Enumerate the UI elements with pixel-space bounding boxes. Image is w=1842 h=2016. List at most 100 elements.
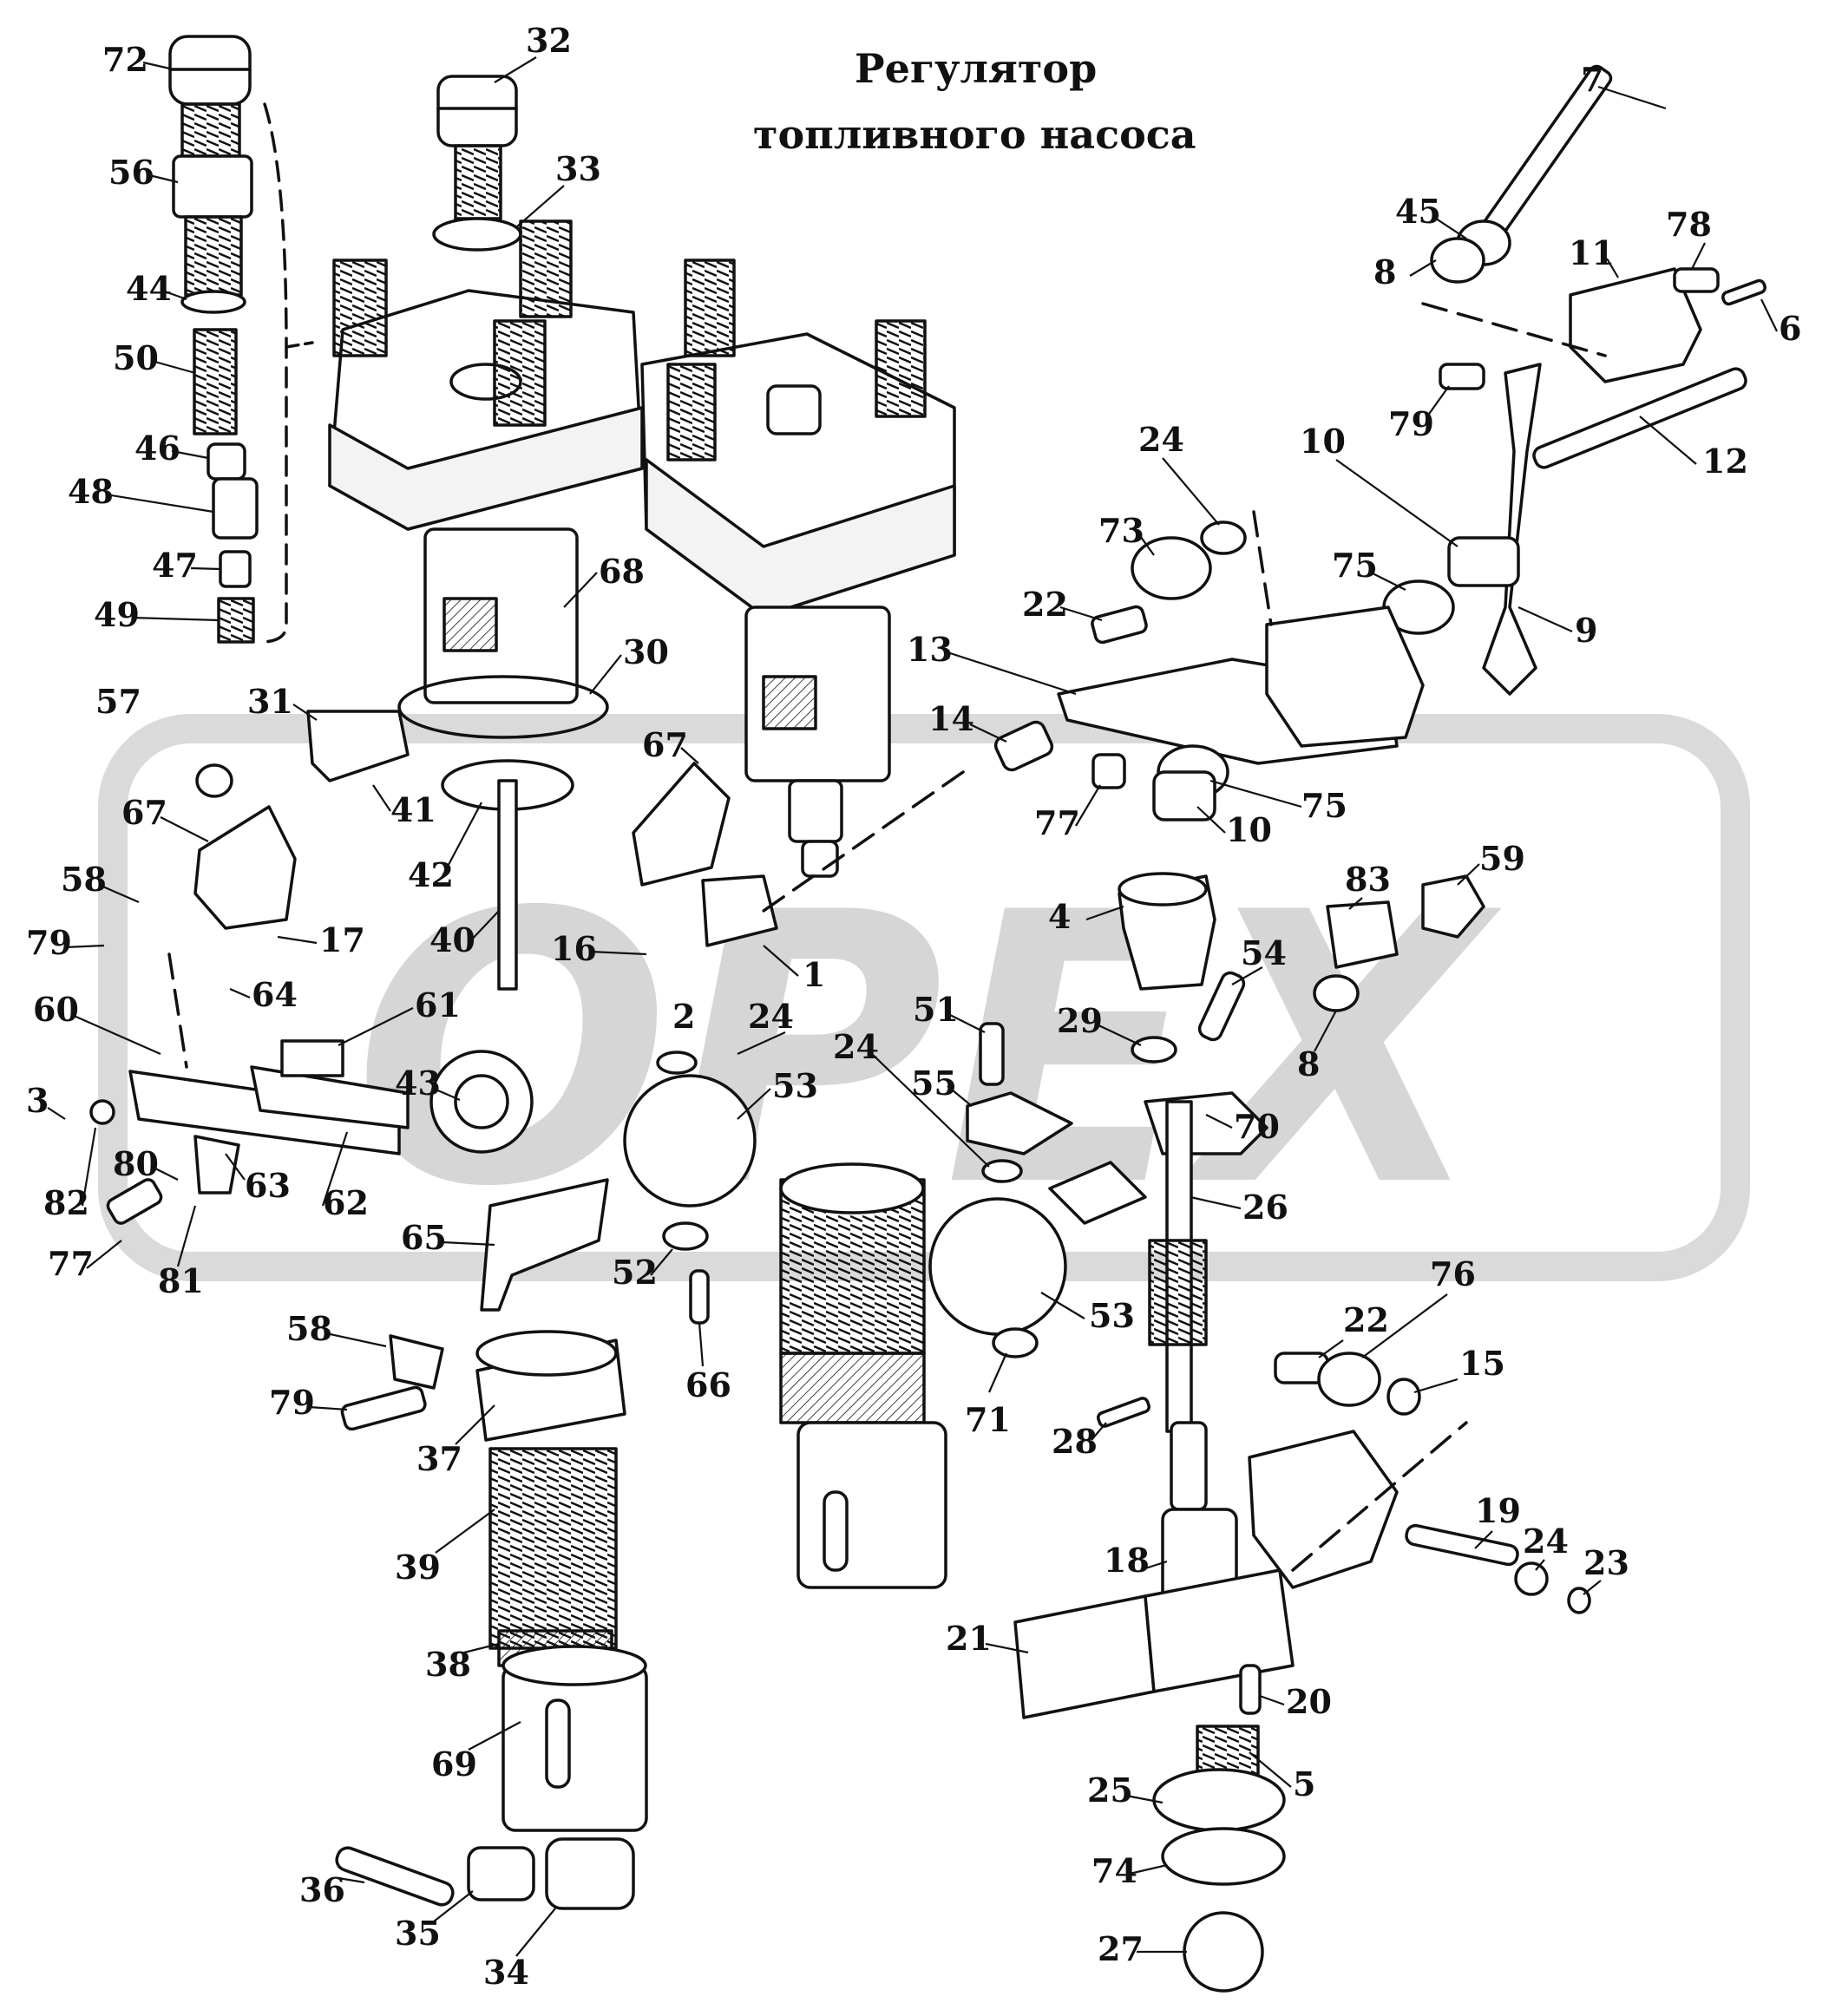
part-25-cup — [1152, 1768, 1286, 1832]
part-14-stud — [993, 720, 1054, 772]
label-2: 2 — [672, 997, 695, 1036]
label-8-lower: 8 — [1297, 1044, 1320, 1083]
part-68-pump-head-left — [328, 219, 644, 704]
label-23: 23 — [1583, 1543, 1629, 1582]
part-labels: 72 32 56 33 44 50 46 48 47 49 68 30 57 3… — [26, 21, 1801, 1992]
label-74: 74 — [1091, 1851, 1137, 1890]
label-51: 51 — [913, 990, 959, 1029]
part-8-washer-lower — [1313, 974, 1360, 1012]
label-32: 32 — [526, 21, 572, 60]
part-30-ring — [397, 675, 609, 739]
part-59-nut — [1421, 874, 1485, 939]
label-10-top: 10 — [1300, 422, 1346, 461]
label-49: 49 — [94, 595, 140, 634]
label-27: 27 — [1098, 1929, 1144, 1968]
part-29-ring — [1131, 1036, 1177, 1064]
label-77-top: 77 — [1034, 803, 1080, 842]
part-33-washer — [432, 217, 522, 252]
label-33: 33 — [555, 149, 601, 188]
part-plate — [1048, 1161, 1147, 1225]
label-46: 46 — [134, 429, 180, 468]
part-82-washer — [89, 1099, 115, 1125]
part-27-gear — [1183, 1911, 1264, 1993]
part-32-bolt — [436, 75, 518, 220]
label-28: 28 — [1052, 1422, 1098, 1461]
label-63: 63 — [245, 1166, 291, 1205]
part-19-pin — [1405, 1523, 1519, 1567]
label-67-left: 67 — [121, 793, 167, 832]
part-83-bracket — [1326, 900, 1399, 969]
part-15-washer — [1386, 1378, 1421, 1416]
label-9: 9 — [1575, 611, 1597, 650]
part-24-washer-top — [1200, 520, 1247, 555]
part-71-washer — [992, 1327, 1039, 1358]
label-66: 66 — [685, 1365, 731, 1404]
part-50-spring — [193, 328, 238, 435]
label-48: 48 — [68, 472, 114, 511]
part-47-plug — [219, 550, 252, 588]
part-74-bearing — [1161, 1827, 1286, 1886]
label-44: 44 — [126, 269, 172, 308]
part-56-fitting — [172, 154, 253, 297]
label-6: 6 — [1779, 309, 1801, 348]
label-4: 4 — [1048, 897, 1071, 936]
leader-lines — [47, 56, 1778, 1957]
label-29: 29 — [1057, 1001, 1103, 1040]
label-38: 38 — [425, 1645, 471, 1684]
part-55-tab — [966, 1091, 1073, 1155]
part-center-barrel — [779, 1162, 947, 1589]
part-65-bracket — [480, 1178, 609, 1312]
label-79-lower: 79 — [269, 1383, 315, 1422]
label-79-top: 79 — [1388, 404, 1434, 443]
label-22-top: 22 — [1022, 585, 1068, 624]
label-61: 61 — [415, 985, 461, 1024]
label-71: 71 — [965, 1400, 1011, 1439]
label-82: 82 — [43, 1183, 89, 1222]
part-10-bush-lower — [1152, 770, 1216, 821]
part-66-pin — [689, 1269, 710, 1325]
label-77-left: 77 — [48, 1244, 94, 1283]
part-22-bolt-top — [1091, 605, 1148, 645]
label-16: 16 — [551, 929, 597, 968]
label-57: 57 — [95, 682, 141, 721]
part-51-bolt — [979, 1022, 1005, 1086]
label-45: 45 — [1395, 192, 1441, 231]
part-81-tab — [193, 1135, 240, 1195]
label-64: 64 — [252, 975, 298, 1014]
label-3: 3 — [26, 1081, 49, 1120]
label-72: 72 — [102, 40, 148, 79]
label-40: 40 — [429, 920, 475, 959]
part-fork — [1265, 605, 1425, 748]
label-83: 83 — [1345, 860, 1391, 899]
label-11: 11 — [1569, 233, 1615, 272]
part-40-rod — [497, 779, 518, 991]
label-37: 37 — [416, 1439, 462, 1478]
label-39: 39 — [395, 1548, 441, 1587]
part-41-clamp — [306, 710, 410, 782]
part-pump-head-right — [640, 259, 956, 878]
label-58-top: 58 — [61, 860, 107, 899]
part-67-lever-left — [193, 805, 297, 930]
part-37-spring-seat — [475, 1330, 626, 1442]
assembly-line — [259, 102, 288, 644]
label-24-a: 24 — [748, 997, 794, 1036]
label-5: 5 — [1293, 1764, 1315, 1803]
label-8-top: 8 — [1373, 252, 1396, 291]
label-31: 31 — [247, 682, 293, 721]
part-6-pin — [1721, 278, 1767, 306]
label-65: 65 — [401, 1218, 447, 1257]
label-76: 76 — [1430, 1254, 1476, 1293]
part-77-bolt — [106, 1178, 163, 1225]
part-21-clamp-left — [1013, 1594, 1156, 1719]
label-21: 21 — [946, 1619, 992, 1658]
part-1-link — [701, 874, 778, 947]
part-49-spring — [217, 597, 255, 644]
label-80: 80 — [113, 1144, 159, 1183]
part-53-gear-left — [623, 1074, 757, 1208]
part-8-washer-top — [1430, 237, 1485, 284]
part-69-tappet — [501, 1645, 648, 1832]
part-9-arm — [1482, 363, 1542, 696]
part-39-spring — [488, 1447, 618, 1650]
label-26: 26 — [1242, 1188, 1288, 1227]
label-18: 18 — [1104, 1541, 1150, 1580]
